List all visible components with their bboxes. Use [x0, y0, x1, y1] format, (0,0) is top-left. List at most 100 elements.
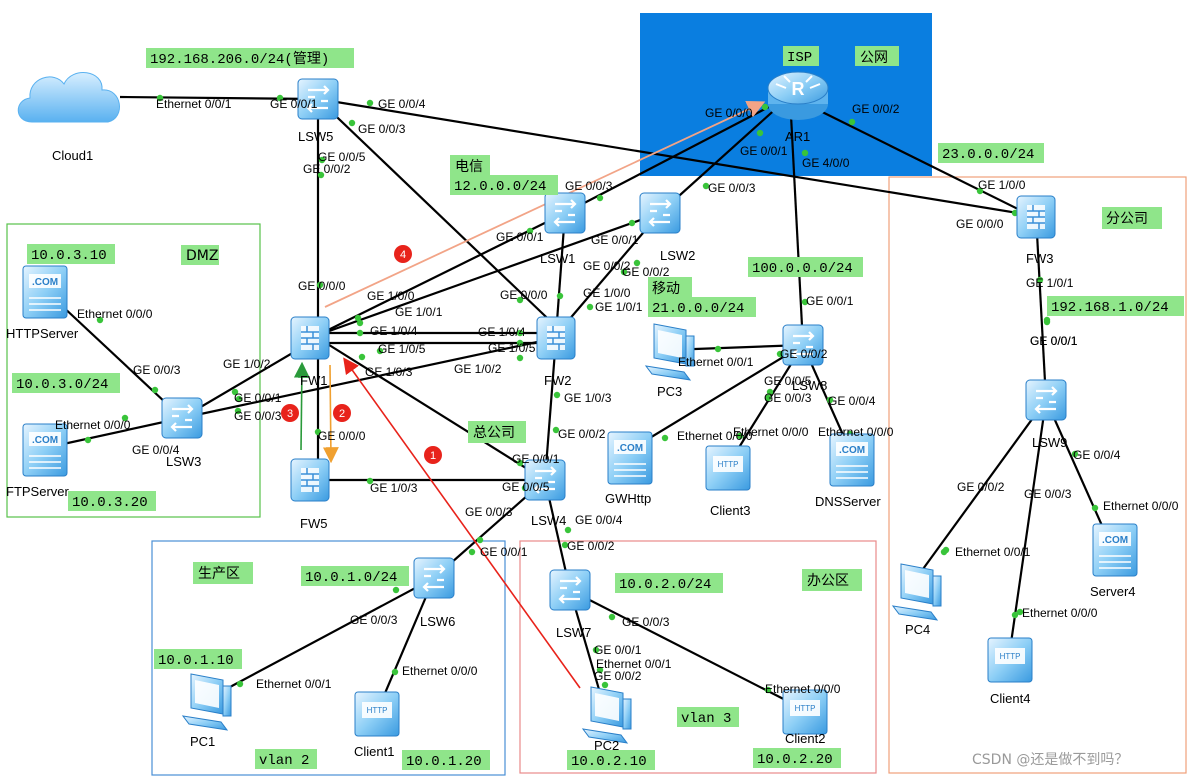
- telecom-label: 电信: [455, 159, 483, 175]
- branch-lan-label: 192.168.1.0/24: [1051, 300, 1169, 316]
- port-label: GE 0/0/1: [591, 233, 639, 247]
- client2-ip-label: 10.0.2.20: [757, 752, 833, 768]
- telecom-network-label: 12.0.0.0/24: [454, 179, 546, 195]
- pc4-icon[interactable]: [892, 563, 942, 621]
- lsw2-icon[interactable]: [638, 191, 682, 235]
- port-dot: [121, 414, 129, 422]
- port-dot: [526, 227, 534, 235]
- svg-text:3: 3: [287, 408, 293, 420]
- port-dot: [516, 459, 524, 467]
- hq-zone-label: 总公司: [473, 425, 515, 441]
- httpserver-name: HTTPServer: [6, 326, 79, 341]
- port-dot: [586, 303, 594, 311]
- port-label: GE 0/0/3: [622, 615, 670, 629]
- port-label: GE 0/0/2: [303, 162, 351, 176]
- port-label: GE 0/0/2: [780, 347, 828, 361]
- dmz-network-label: 10.0.3.0/24: [16, 377, 108, 393]
- pc3-icon[interactable]: [645, 323, 695, 381]
- port-label: Ethernet 0/0/1: [156, 97, 232, 111]
- lsw1-icon[interactable]: [543, 191, 587, 235]
- lsw6-icon[interactable]: [412, 556, 456, 600]
- device-names: Cloud1 LSW5 AR1 LSW1 LSW2 FW1 FW2 FW3 FW…: [6, 129, 1136, 759]
- port-label: Ethernet 0/0/0: [677, 429, 753, 443]
- port-dot: [317, 171, 325, 179]
- port-label: Ethernet 0/0/0: [818, 425, 894, 439]
- port-dot: [1043, 318, 1051, 326]
- svg-text:2: 2: [339, 408, 345, 420]
- port-dot: [1091, 504, 1099, 512]
- pc1-ip-label: 10.0.1.10: [158, 653, 234, 669]
- port-dot: [556, 292, 564, 300]
- client3-icon[interactable]: [705, 445, 751, 491]
- port-dot: [366, 99, 374, 107]
- port-label: GE 0/0/3: [1024, 487, 1072, 501]
- port-label: GE 0/0/4: [378, 97, 426, 111]
- port-dot: [848, 118, 856, 126]
- port-dot: [801, 298, 809, 306]
- pc2-icon[interactable]: [582, 686, 632, 744]
- port-dot: [764, 686, 772, 694]
- port-dot: [564, 526, 572, 534]
- port-dot: [235, 395, 243, 403]
- port-label: GE 0/0/2: [558, 427, 606, 441]
- ar1-router-icon[interactable]: [767, 71, 829, 121]
- port-label: Ethernet 0/0/0: [733, 425, 809, 439]
- port-dot: [354, 314, 362, 322]
- ar1-name: AR1: [785, 129, 810, 144]
- office-zone-label: 办公区: [807, 573, 849, 589]
- port-label: GE 1/0/4: [370, 324, 418, 338]
- port-label: GE 0/0/0: [956, 217, 1004, 231]
- cloud1[interactable]: [17, 72, 120, 123]
- dnsserver-icon[interactable]: [829, 433, 875, 487]
- port-dot: [976, 187, 984, 195]
- port-dot: [552, 426, 560, 434]
- port-dot: [776, 350, 784, 358]
- port-dot: [761, 103, 769, 111]
- port-label: GE 0/0/0: [500, 288, 548, 302]
- port-dot: [276, 94, 284, 102]
- lsw3-icon[interactable]: [160, 396, 204, 440]
- port-label: GE 0/0/3: [350, 613, 398, 627]
- port-dot: [633, 259, 641, 267]
- dmz-region: [6, 223, 261, 518]
- fw3-icon[interactable]: [1016, 195, 1056, 239]
- lsw9-icon[interactable]: [1024, 378, 1068, 422]
- port-dot: [596, 666, 604, 674]
- port-dot: [348, 119, 356, 127]
- port-label: GE 0/0/3: [764, 391, 812, 405]
- lsw4-name: LSW4: [531, 513, 566, 528]
- port-dot: [1071, 450, 1079, 458]
- pc1-icon[interactable]: [182, 673, 232, 731]
- fw5-icon[interactable]: [290, 458, 330, 502]
- fw2-name: FW2: [544, 373, 571, 388]
- public-net-label: 公网: [860, 50, 888, 66]
- port-label: GE 0/0/1: [270, 97, 318, 111]
- client4-icon[interactable]: [987, 637, 1033, 683]
- fw2-icon[interactable]: [536, 316, 576, 360]
- port-label: GE 0/0/2: [594, 669, 642, 683]
- port-dot: [608, 613, 616, 621]
- svg-text:1: 1: [430, 450, 436, 462]
- port-label: Ethernet 0/0/0: [77, 307, 153, 321]
- port-label: GE 1/0/1: [395, 305, 443, 319]
- fw1-icon[interactable]: [290, 316, 330, 360]
- port-label: GE 0/0/1: [496, 230, 544, 244]
- client2-icon[interactable]: [782, 689, 828, 735]
- server4-icon[interactable]: [1092, 523, 1138, 577]
- port-dot: [231, 388, 239, 396]
- port-label: GE 1/0/3: [365, 365, 413, 379]
- port-dot: [356, 319, 364, 327]
- port-label: GE 0/0/1: [806, 294, 854, 308]
- client1-icon[interactable]: [354, 691, 400, 737]
- lsw7-icon[interactable]: [548, 568, 592, 612]
- port-dot: [468, 548, 476, 556]
- port-dot: [84, 436, 92, 444]
- gwhttp-name: GWHttp: [605, 491, 651, 506]
- port-label: GE 1/0/1: [595, 300, 643, 314]
- production-zone-label: 生产区: [198, 566, 240, 582]
- gwhttp-icon[interactable]: [607, 431, 653, 485]
- httpserver-icon[interactable]: [22, 265, 68, 319]
- port-dot: [516, 354, 524, 362]
- lsw8-name: LSW8: [792, 378, 827, 393]
